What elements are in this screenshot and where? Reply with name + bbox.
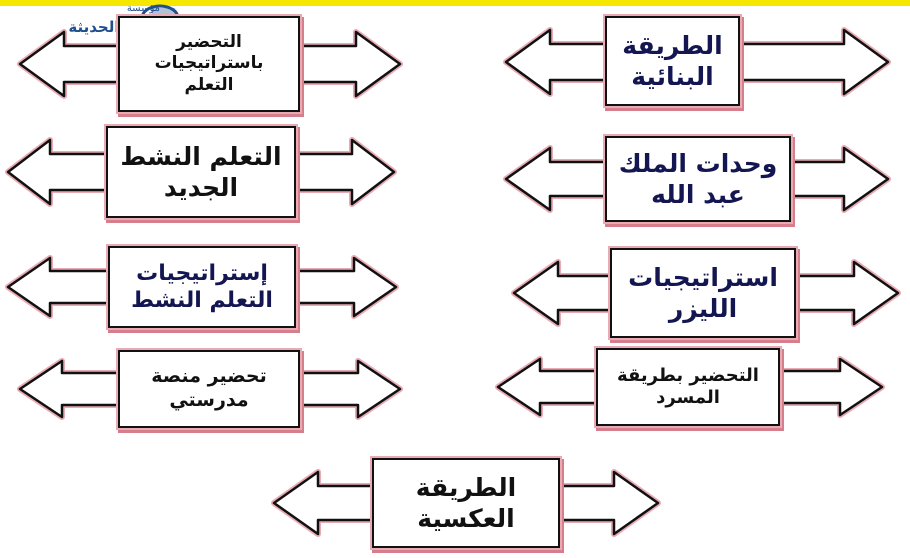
item-label-box: الطريقة البنائية [605,16,740,106]
item-label-box: تحضير منصة مدرستي [118,350,300,428]
item-label: وحدات الملك عبد الله [618,148,778,209]
top-accent-bar [0,0,910,6]
item-constructive-method: الطريقة البنائية [502,14,892,110]
item-label-box: الطريقة العكسية [372,458,560,548]
item-reverse-method: الطريقة العكسية [270,456,662,550]
item-label: استراتيجيات الليزر [628,262,778,323]
item-label: التحضير باستراتيجيات التعلم [154,32,264,95]
item-label-box: التحضير باستراتيجيات التعلم [118,16,300,112]
item-label: التعلم النشط الجديد [120,141,282,202]
item-label: الطريقة العكسية [415,472,517,533]
logo-prefix: مؤسسة [126,3,160,14]
item-king-abdullah-units: وحدات الملك عبد الله [502,134,892,224]
item-label-box: التحضير بطريقة المسرد [596,348,780,426]
item-active-learning-strategies: إستراتيجيات التعلم النشط [4,244,400,330]
item-label: التحضير بطريقة المسرد [617,364,759,409]
item-new-active-learning: التعلم النشط الجديد [4,124,398,220]
item-glossary-method: التحضير بطريقة المسرد [494,346,886,428]
item-label: الطريقة البنائية [622,30,723,91]
item-strategies-preparation: التحضير باستراتيجيات التعلم [16,14,404,114]
item-label-box: التعلم النشط الجديد [106,126,296,218]
item-label-box: وحدات الملك عبد الله [605,136,791,222]
item-label: تحضير منصة مدرستي [151,365,267,411]
item-laser-strategies: استراتيجيات الليزر [510,246,902,340]
item-label: إستراتيجيات التعلم النشط [131,260,273,314]
item-label-box: إستراتيجيات التعلم النشط [108,246,296,328]
item-label-box: استراتيجيات الليزر [610,248,796,338]
item-madrasati-platform: تحضير منصة مدرستي [16,348,404,430]
